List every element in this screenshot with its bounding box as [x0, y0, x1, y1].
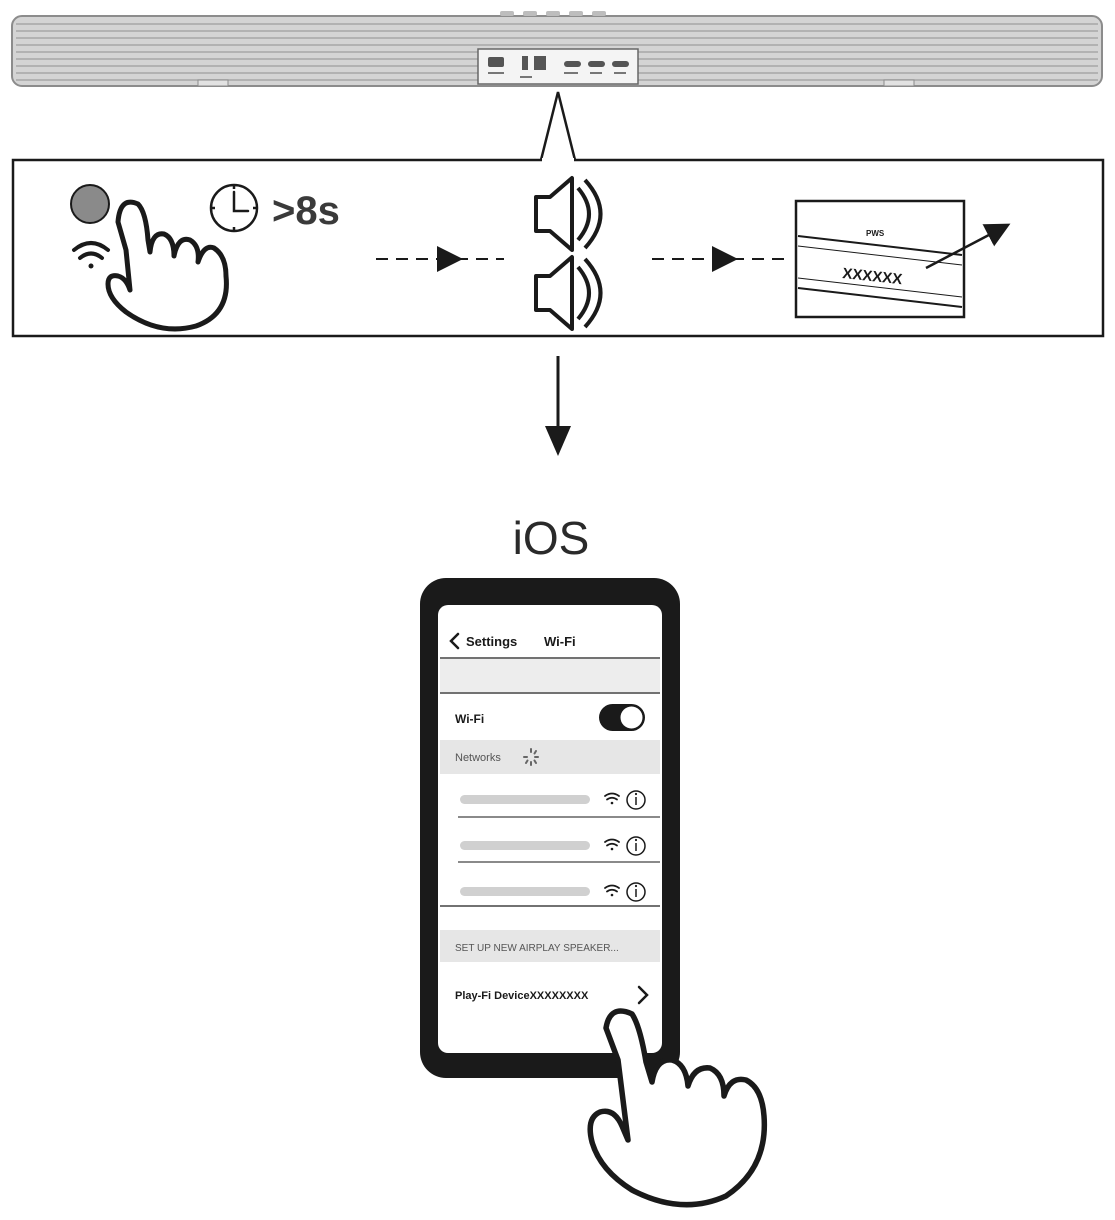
spinner-icon	[523, 748, 539, 766]
network-row[interactable]	[460, 882, 646, 902]
tapping-hand-icon	[587, 1008, 768, 1208]
pressing-hand-icon	[105, 199, 229, 332]
device-sticker: PWS XXXXXX	[794, 199, 1011, 319]
down-arrow	[545, 356, 571, 456]
step-panel: >8s PWS X	[11, 158, 1105, 338]
info-icon[interactable]	[626, 790, 646, 810]
sticker-top-text: PWS	[866, 229, 885, 238]
networks-label: Networks	[455, 752, 501, 764]
wifi-toggle[interactable]	[599, 704, 645, 731]
wifi-signal-icon	[604, 838, 620, 851]
dashed-arrow-2	[652, 246, 784, 272]
wifi-row-label: Wi-Fi	[455, 712, 484, 726]
back-settings-link[interactable]: Settings	[466, 634, 517, 649]
wifi-signal-icon	[604, 884, 620, 897]
playfi-device-row[interactable]: Play-Fi DeviceXXXXXXXX	[455, 985, 649, 1005]
dashed-arrow-1	[376, 246, 504, 272]
speaker-icon-top	[534, 176, 603, 252]
info-icon[interactable]	[626, 882, 646, 902]
chevron-right-icon	[637, 985, 649, 1005]
wifi-signal-icon	[604, 792, 620, 805]
playfi-device-label[interactable]: Play-Fi DeviceXXXXXXXX	[455, 990, 589, 1002]
sticker-code-text: XXXXXX	[842, 265, 903, 288]
speaker-icon-bottom	[534, 255, 603, 331]
hold-time-label: >8s	[272, 189, 340, 233]
connector-panel	[477, 48, 639, 85]
callout-pointer	[539, 91, 577, 161]
phone: Settings Wi-Fi Wi-Fi Networks	[420, 578, 680, 1078]
network-row[interactable]	[458, 790, 660, 818]
os-label: iOS	[513, 512, 590, 564]
clock-icon	[209, 183, 259, 233]
wifi-icon	[72, 241, 110, 269]
soundbar	[11, 11, 1103, 87]
network-row[interactable]	[458, 836, 660, 863]
info-icon[interactable]	[626, 836, 646, 856]
wifi-title: Wi-Fi	[544, 634, 576, 649]
back-chevron-icon[interactable]	[449, 632, 460, 650]
airplay-setup-label: SET UP NEW AIRPLAY SPEAKER...	[455, 943, 619, 954]
setup-button-icon	[70, 184, 110, 224]
